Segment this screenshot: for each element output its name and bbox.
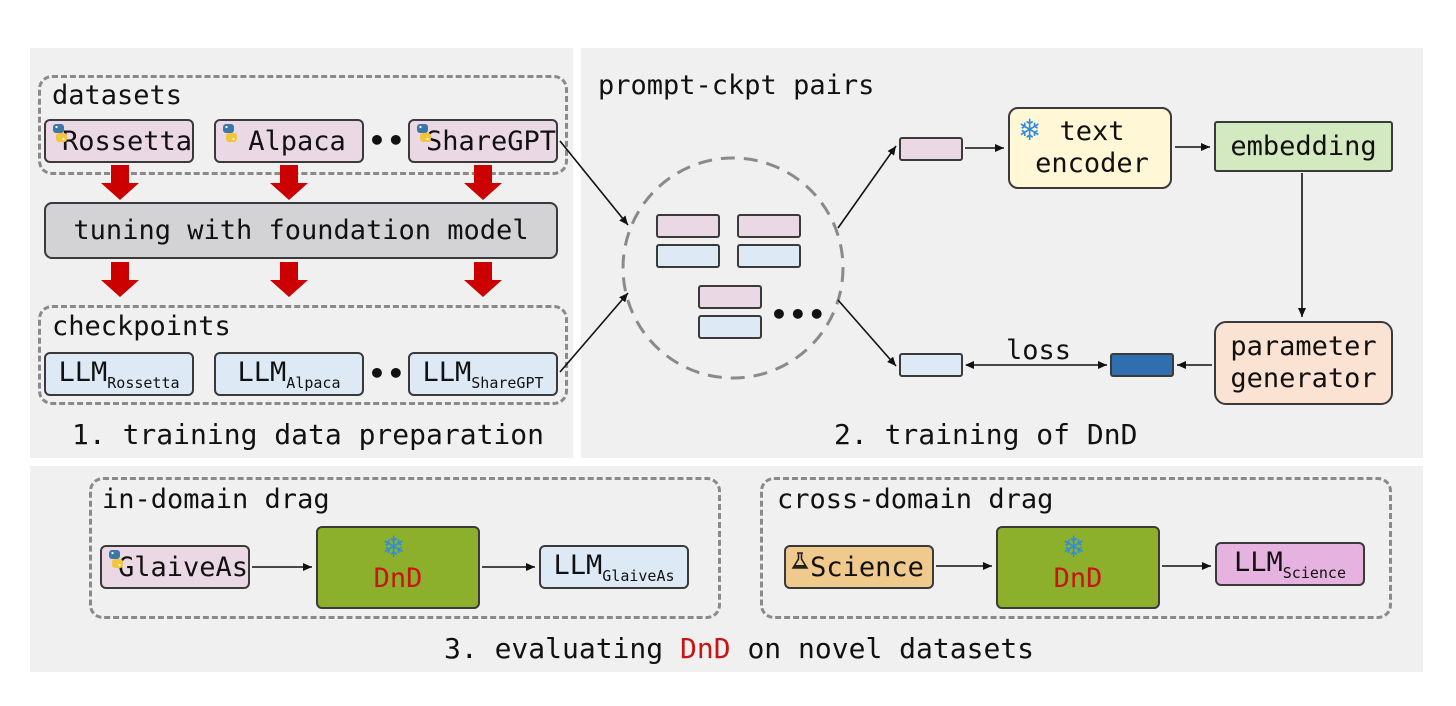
checkpoint-rossetta: LLMRossetta (44, 352, 194, 396)
parameter-generator-box: parameter generator (1214, 321, 1393, 405)
dataset-alpaca: Alpaca (214, 119, 364, 163)
tuning-box: tuning with foundation model (44, 202, 558, 259)
llm-text: LLM (422, 356, 472, 388)
stage3-caption: 3. evaluating DnD on novel datasets (444, 632, 1034, 665)
pair-prompt-1 (656, 214, 720, 238)
python-icon (109, 550, 123, 568)
text-encoder-label: text encoder (1035, 116, 1149, 179)
llm-text: LLM (58, 356, 108, 388)
checkpoint-sharegpt-sub: ShareGPT (471, 373, 544, 392)
checkpoints-group (38, 305, 568, 405)
datasets-label: datasets (52, 80, 183, 111)
red-arrow (101, 165, 139, 200)
llm-text: LLM (1234, 546, 1283, 578)
llm-text: LLM (237, 356, 287, 388)
checkpoint-rossetta-sub: Rossetta (107, 373, 180, 392)
dataset-alpaca-label: Alpaca (248, 125, 346, 157)
stage3-caption-prefix: 3. evaluating (444, 632, 681, 665)
generated-params-box (1110, 353, 1174, 377)
snowflake-icon: ❄ (1064, 527, 1084, 565)
tuning-label: tuning with foundation model (73, 215, 529, 246)
checkpoint-sharegpt: LLMShareGPT (408, 352, 558, 396)
pairs-ellipsis: ••• (770, 298, 827, 331)
red-arrow (270, 165, 308, 200)
red-arrow (464, 165, 502, 200)
pair-ckpt-3 (698, 315, 762, 339)
python-icon (223, 124, 237, 142)
pair-prompt-2 (737, 214, 801, 238)
red-arrow (101, 262, 139, 297)
checkpoint-alpaca-sub: Alpaca (286, 373, 341, 392)
target-ckpt-box (899, 353, 963, 377)
checkpoints-to-pairs-arrow (559, 292, 629, 373)
llm-text: LLM (553, 549, 603, 581)
pair-ckpt-1 (656, 244, 720, 268)
embedding-label: embedding (1230, 131, 1377, 162)
datasets-to-pairs-arrow (559, 140, 629, 226)
llm-glaiveas-box: LLMGlaiveAs (539, 545, 689, 589)
stage2-caption: 2. training of DnD (834, 418, 1138, 451)
python-icon (53, 124, 67, 142)
dataset-rossetta-label: Rossetta (61, 125, 193, 157)
evaluation-panel (30, 466, 1423, 672)
prompt-ckpt-pairs-label: prompt-ckpt pairs (598, 70, 875, 101)
in-domain-label: in-domain drag (102, 484, 330, 515)
python-icon (417, 124, 431, 142)
pairs-circle (621, 156, 845, 380)
glaiveas-dataset: GlaiveAs (100, 545, 250, 589)
pair-ckpt-2 (737, 244, 801, 268)
science-label: Science (810, 551, 924, 583)
checkpoint-alpaca: LLMAlpaca (214, 352, 364, 396)
red-arrow (270, 262, 308, 297)
llm-science-sub: Science (1282, 563, 1346, 582)
llm-science-box: LLMScience (1215, 542, 1365, 586)
text-encoder-box: ❄ text encoder (1008, 107, 1172, 189)
snowflake-icon: ❄ (384, 527, 404, 565)
pairs-to-prompt-arrow (837, 145, 897, 229)
datasets-group (38, 75, 568, 175)
dnd-in-domain-box: ❄ DnD (316, 526, 480, 609)
stage3-caption-suffix: on novel datasets (730, 632, 1035, 665)
dataset-sharegpt-label: ShareGPT (425, 125, 557, 157)
science-dataset: Science (784, 545, 934, 589)
red-arrows (101, 165, 502, 297)
science-icon (791, 552, 809, 569)
input-prompt-box (899, 137, 963, 161)
pairs-to-target-arrow (837, 299, 897, 367)
glaiveas-label: GlaiveAs (117, 551, 249, 583)
cross-domain-group (760, 477, 1392, 619)
dataset-rossetta: Rossetta (44, 119, 194, 163)
pair-prompt-3 (698, 285, 762, 309)
dataset-sharegpt: ShareGPT (408, 119, 558, 163)
dnd-cross-domain-label: DnD (1053, 563, 1103, 594)
red-arrow (464, 262, 502, 297)
parameter-generator-label: parameter generator (1230, 331, 1377, 394)
cross-domain-label: cross-domain drag (777, 484, 1054, 515)
checkpoints-label: checkpoints (52, 311, 231, 342)
stage1-caption: 1. training data preparation (72, 418, 545, 451)
stage3-caption-dnd: DnD (680, 632, 731, 665)
dnd-cross-domain-box: ❄ DnD (996, 526, 1160, 609)
loss-label: loss (1006, 335, 1072, 366)
dnd-in-domain-label: DnD (373, 563, 423, 594)
in-domain-group (89, 477, 721, 619)
embedding-box: embedding (1214, 121, 1393, 172)
snowflake-icon: ❄ (1020, 110, 1040, 148)
llm-glaiveas-sub: GlaiveAs (602, 566, 675, 585)
